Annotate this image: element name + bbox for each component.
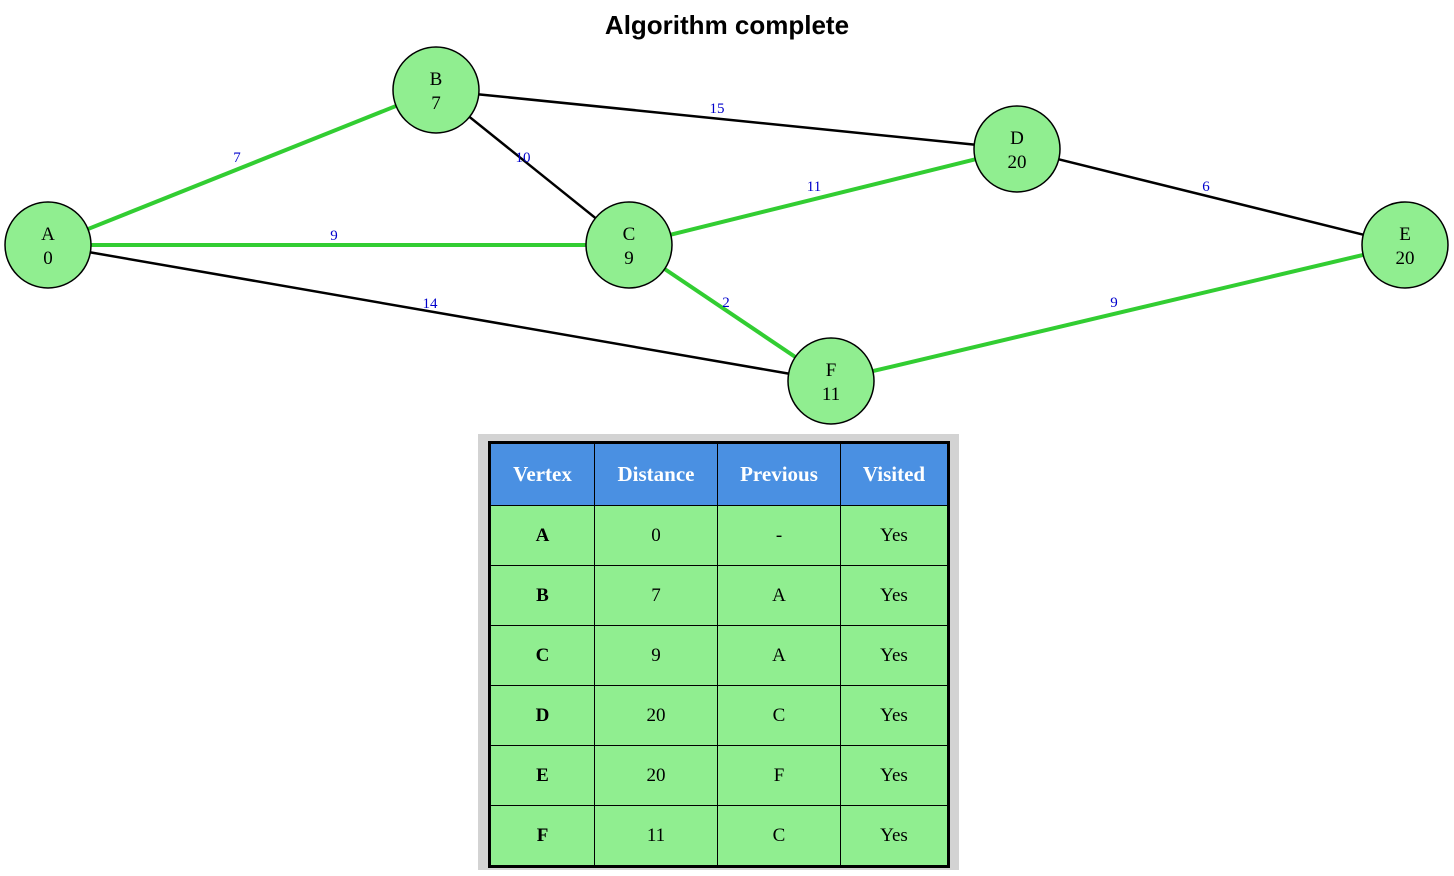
- edge-weight-b-c: 10: [516, 150, 531, 166]
- edge-a-b: [87, 104, 397, 231]
- edge-weights-layer: 7 9 14 10 15 11 2 6 9: [233, 101, 1210, 312]
- header-visited: Visited: [840, 442, 949, 506]
- cell-previous: -: [717, 505, 841, 566]
- edge-weight-c-f: 2: [722, 295, 730, 311]
- node-distance-label: 20: [1396, 248, 1415, 269]
- node-c: C9: [585, 201, 673, 289]
- node-circle: [585, 201, 673, 289]
- cell-vertex: B: [489, 565, 595, 626]
- node-distance-label: 11: [822, 384, 840, 405]
- edge-b-c: [468, 115, 597, 220]
- node-d: D 20: [973, 105, 1061, 193]
- cell-previous: C: [717, 805, 841, 867]
- cell-previous: A: [717, 625, 841, 686]
- edge-weight-b-d: 15: [710, 101, 725, 117]
- edge-weight-a-c: 9: [330, 228, 338, 244]
- header-distance: Distance: [594, 442, 718, 506]
- node-id-label: D: [1010, 128, 1024, 149]
- node-id-label: F: [826, 360, 837, 381]
- edge-weight-a-b: 7: [233, 150, 241, 166]
- cell-vertex: C: [489, 625, 595, 686]
- cell-distance: 20: [594, 745, 718, 806]
- edge-a-f: [90, 251, 789, 375]
- cell-previous: A: [717, 565, 841, 626]
- cell-previous: C: [717, 685, 841, 746]
- node-circle: [392, 46, 480, 134]
- edge-weight-a-f: 14: [423, 296, 439, 312]
- edge-weight-d-e: 6: [1202, 179, 1210, 195]
- header-vertex: Vertex: [489, 442, 595, 506]
- node-id-label: C: [623, 224, 636, 245]
- edge-d-e: [1058, 158, 1364, 236]
- page-title: Algorithm complete: [604, 10, 850, 40]
- node-circle: [973, 105, 1061, 193]
- cell-vertex: A: [489, 505, 595, 566]
- cell-distance: 9: [594, 625, 718, 686]
- cell-previous: F: [717, 745, 841, 806]
- node-e: E 20: [1361, 201, 1449, 289]
- node-a: A0: [4, 201, 92, 289]
- node-circle: [787, 337, 875, 425]
- cell-distance: 0: [594, 505, 718, 566]
- cell-visited: Yes: [840, 685, 949, 746]
- cell-vertex: F: [489, 805, 595, 867]
- cell-visited: Yes: [840, 745, 949, 806]
- header-previous: Previous: [717, 442, 841, 506]
- edge-b-d: [478, 93, 975, 146]
- node-b: B7: [392, 46, 480, 134]
- node-distance-label: 9: [624, 248, 634, 269]
- node-distance-label: 20: [1008, 152, 1027, 173]
- edges-layer: [87, 93, 1364, 375]
- node-distance-label: 0: [43, 248, 53, 269]
- cell-distance: 7: [594, 565, 718, 626]
- edge-f-e: [872, 252, 1364, 374]
- node-id-label: E: [1399, 224, 1411, 245]
- edge-weight-c-d: 11: [807, 179, 821, 195]
- cell-distance: 11: [594, 805, 718, 867]
- edge-c-d: [670, 157, 976, 237]
- node-distance-label: 7: [431, 93, 441, 114]
- cell-visited: Yes: [840, 565, 949, 626]
- node-circle: [4, 201, 92, 289]
- cell-visited: Yes: [840, 625, 949, 686]
- node-circle: [1361, 201, 1449, 289]
- edge-c-f: [663, 267, 797, 359]
- cell-visited: Yes: [840, 805, 949, 867]
- cell-vertex: E: [489, 745, 595, 806]
- node-id-label: B: [430, 69, 443, 90]
- cell-visited: Yes: [840, 505, 949, 566]
- node-f: F 11: [787, 337, 875, 425]
- node-id-label: A: [41, 224, 55, 245]
- edge-weight-f-e: 9: [1110, 295, 1118, 311]
- cell-vertex: D: [489, 685, 595, 746]
- cell-distance: 20: [594, 685, 718, 746]
